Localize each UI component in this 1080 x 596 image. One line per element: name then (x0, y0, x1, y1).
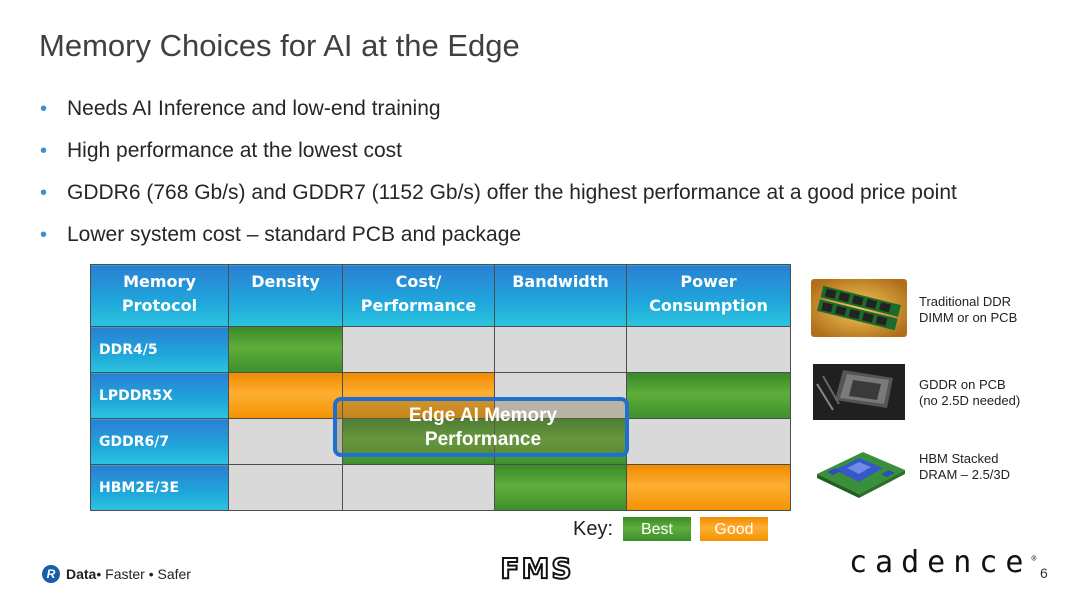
rating-cell-best (494, 464, 627, 511)
rating-cell-empty (626, 418, 791, 465)
rating-cell-empty (626, 326, 791, 373)
bullet-item: •High performance at the lowest cost (40, 139, 402, 162)
footer-tagline: R Data • Faster • Safer (42, 565, 191, 583)
header-cost-performance: Cost/Performance (342, 264, 495, 327)
bullet-dot-icon: • (40, 140, 48, 162)
rating-cell-empty (342, 464, 495, 511)
row-label: DDR4/5 (90, 326, 229, 373)
table-row: LPDDR5X (90, 372, 791, 419)
rating-cell-good (626, 464, 791, 511)
edge-ai-highlight-label: Edge AI Memory Performance (408, 405, 558, 450)
cadence-logo: cadence® (849, 545, 1037, 580)
key-good-chip: Good (700, 517, 768, 541)
bullet-item: •Lower system cost – standard PCB and pa… (40, 223, 522, 246)
hbm-stacked-image (817, 452, 905, 498)
key-best-chip: Best (623, 517, 691, 541)
fms-logo: FMS (499, 551, 573, 585)
gddr-label: GDDR on PCB(no 2.5D needed) (919, 377, 1021, 408)
svg-text:FMS: FMS (500, 552, 573, 585)
key-label: Key: (573, 518, 614, 540)
slide-title: Memory Choices for AI at the Edge (39, 28, 520, 63)
gddr-pcb-image (813, 364, 905, 420)
bullet-dot-icon: • (40, 224, 48, 246)
bullet-dot-icon: • (40, 182, 48, 204)
rating-cell-empty (342, 326, 495, 373)
rating-cell-empty (228, 418, 343, 465)
page-number: 6 (1040, 565, 1048, 581)
row-label: GDDR6/7 (90, 418, 229, 465)
rating-cell-empty (494, 372, 627, 419)
edge-ai-highlight-box (333, 397, 629, 457)
bullet-list: •Needs AI Inference and low-end training… (40, 96, 957, 264)
rating-cell-empty (494, 326, 627, 373)
rating-cell-best (626, 372, 791, 419)
row-label: LPDDR5X (90, 372, 229, 419)
row-label: HBM2E/3E (90, 464, 229, 511)
table-row: HBM2E/3E (90, 464, 791, 511)
bullet-item: •GDDR6 (768 Gb/s) and GDDR7 (1152 Gb/s) … (40, 181, 957, 204)
header-density: Density (228, 264, 343, 327)
table-row: GDDR6/7 (90, 418, 791, 465)
rambus-logo-icon: R (42, 565, 60, 583)
rating-cell-good (228, 372, 343, 419)
table-row: DDR4/5 (90, 326, 791, 373)
rating-cell-good (342, 372, 495, 419)
rating-cell-best (228, 326, 343, 373)
tagline-rest: • Faster • Safer (96, 566, 191, 582)
ddr-dimm-image (811, 279, 907, 337)
tagline-data: Data (66, 566, 97, 582)
bullet-item: •Needs AI Inference and low-end training (40, 97, 441, 120)
rating-cell-empty (228, 464, 343, 511)
bullet-dot-icon: • (40, 98, 48, 120)
header-bandwidth: Bandwidth (494, 264, 627, 327)
